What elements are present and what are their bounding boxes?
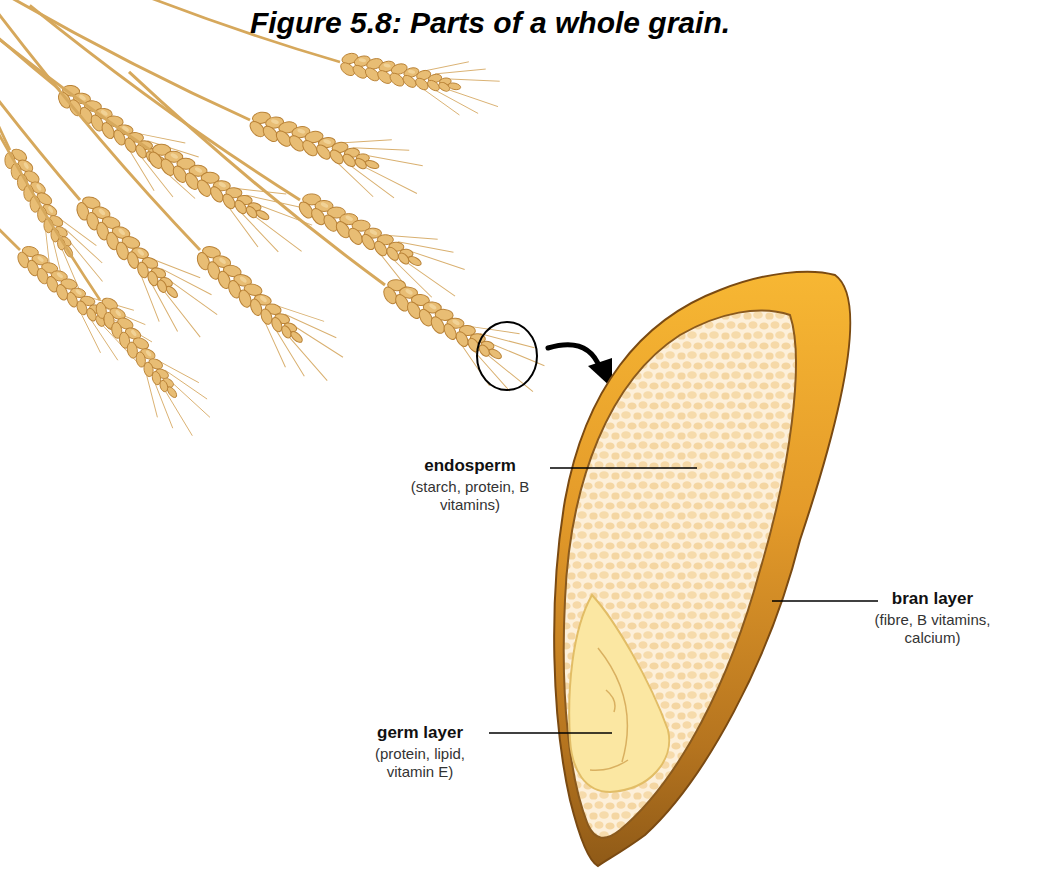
part-name: germ layer — [350, 724, 490, 742]
part-nutrients: (starch, protein, B vitamins) — [395, 478, 545, 514]
part-name: bran layer — [850, 590, 1015, 608]
part-nutrients: (protein, lipid, vitamin E) — [350, 745, 490, 781]
part-name: endosperm — [395, 457, 545, 475]
figure-title: Figure 5.8: Parts of a whole grain. — [0, 6, 980, 40]
part-nutrients: (fibre, B vitamins, calcium) — [850, 611, 1015, 647]
